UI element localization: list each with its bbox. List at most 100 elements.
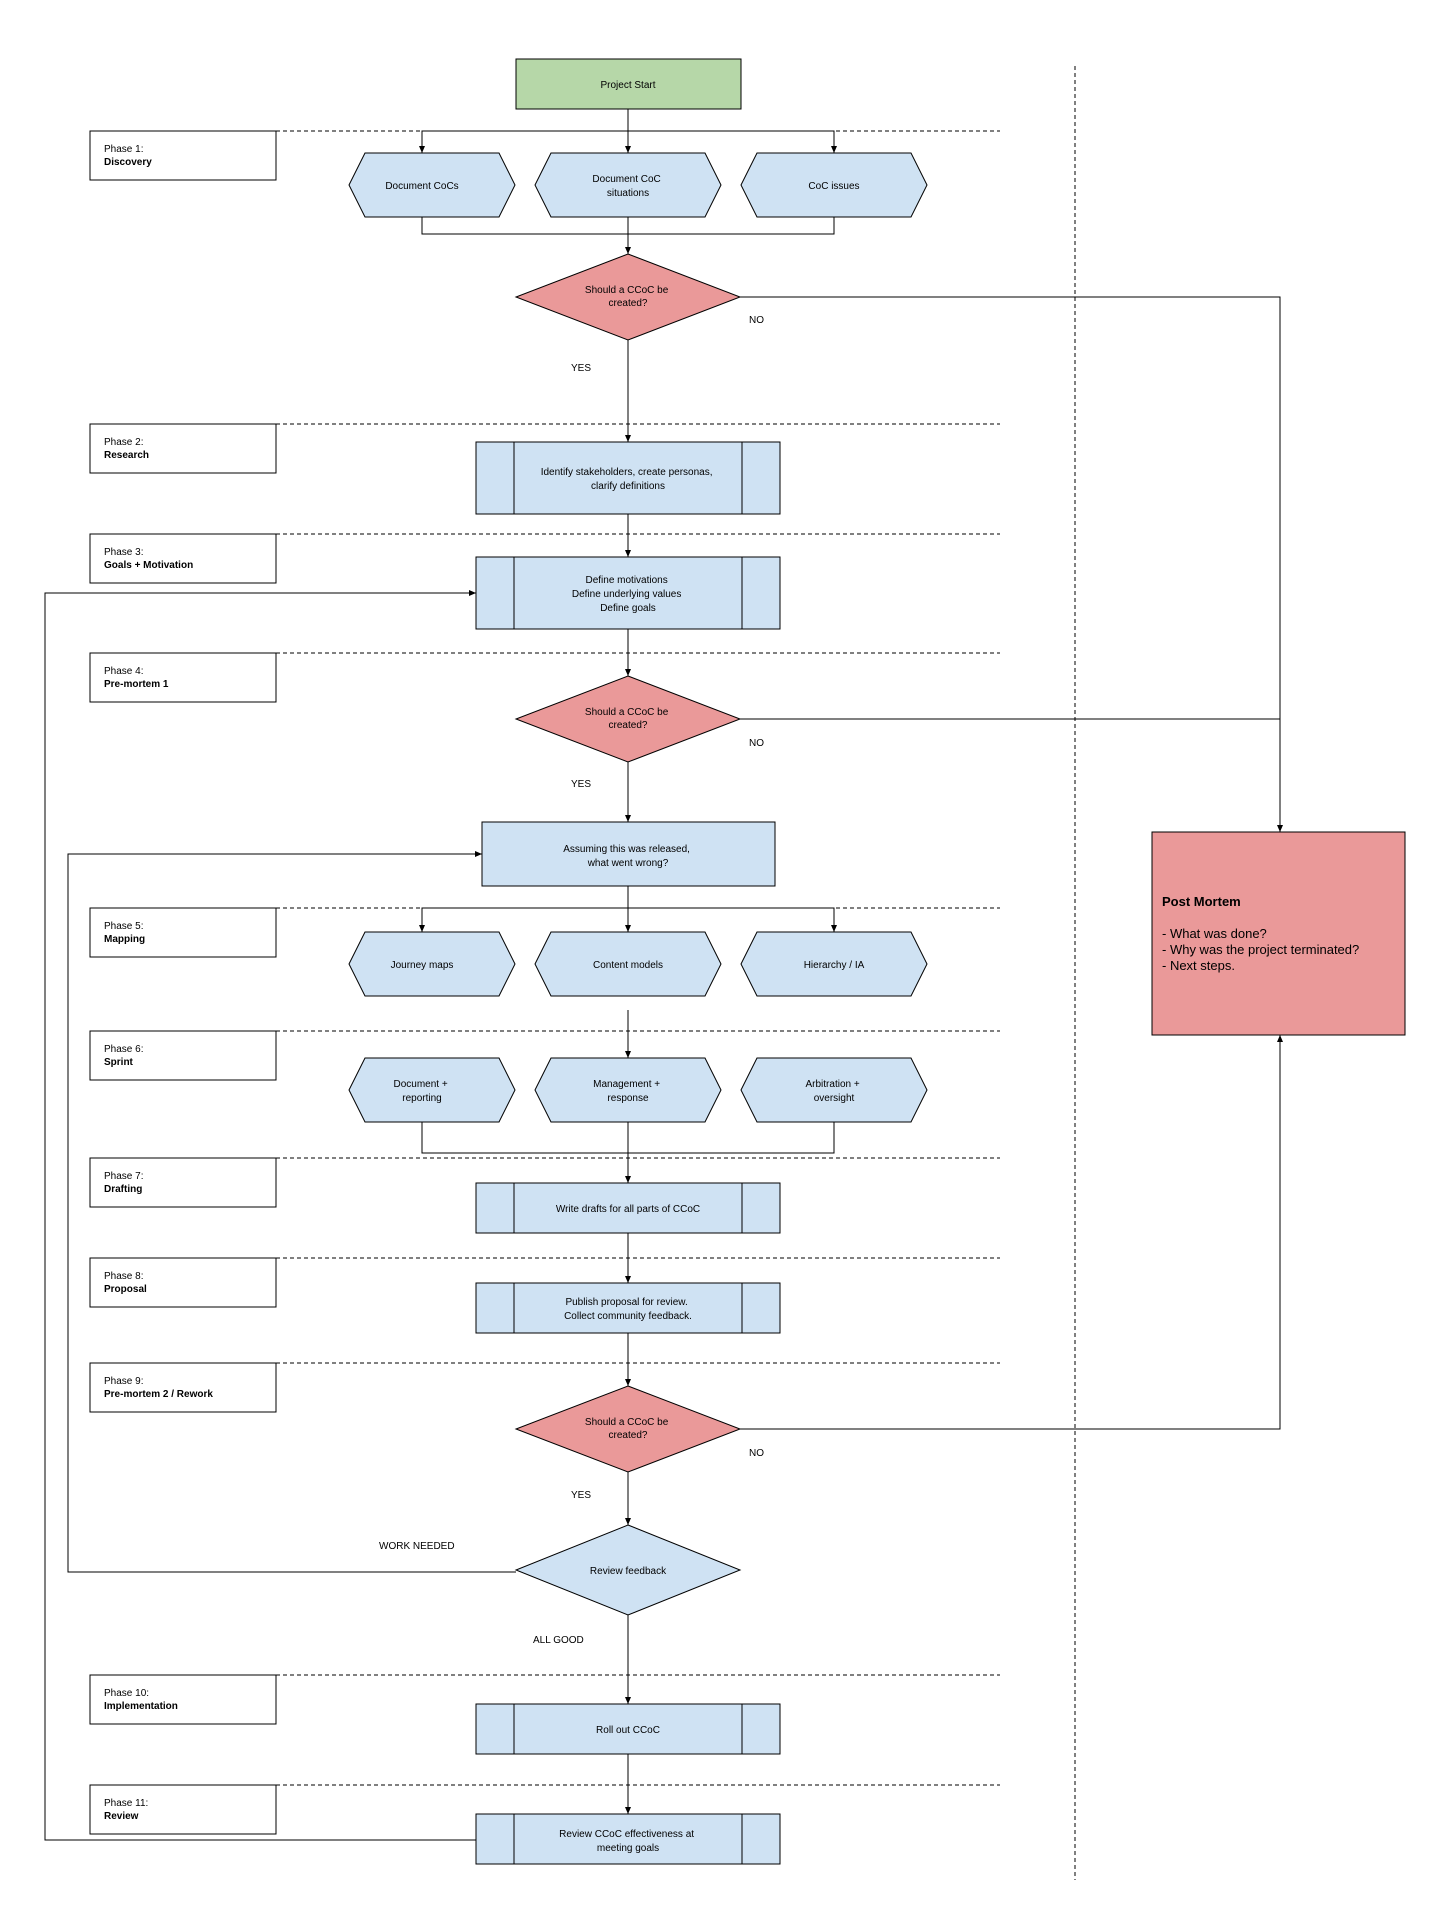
node-label: Document CoC situations: [592, 174, 663, 199]
node-label: Publish proposal for review. Collect com…: [564, 1297, 692, 1322]
premortem-node: Assuming this was released, what went wr…: [481, 821, 776, 887]
proposal-node: Publish proposal for review. Collect com…: [475, 1282, 781, 1334]
mapping-hierarchy-ia: Hierarchy / IA: [740, 931, 928, 997]
mapping-journey-maps: Journey maps: [348, 931, 516, 997]
yes-label: YES: [571, 363, 591, 374]
node-label: Document CoCs: [385, 181, 458, 192]
implementation-node: Roll out CCoC: [475, 1703, 781, 1755]
phase-label-sprint: Phase 6: Sprint: [89, 1030, 277, 1081]
drafting-node: Write drafts for all parts of CCoC: [475, 1182, 781, 1234]
phase-label-research: Phase 2: Research: [89, 423, 277, 474]
node-label: Journey maps: [391, 960, 454, 971]
post-mortem-item: - Next steps.: [1162, 958, 1235, 973]
phase-name: Discovery: [104, 157, 152, 168]
phase-number: Phase 2:: [104, 437, 143, 448]
work-needed-label: WORK NEEDED: [379, 1541, 455, 1552]
phase-name: Sprint: [104, 1057, 134, 1068]
node-label: Identify stakeholders, create personas, …: [541, 467, 716, 492]
phase-label-premortem-2: Phase 9: Pre-mortem 2 / Rework: [89, 1362, 277, 1413]
node-label: Hierarchy / IA: [804, 960, 865, 971]
connector: [740, 296, 1283, 832]
post-mortem-title: Post Mortem: [1162, 894, 1241, 909]
node-label: CoC issues: [808, 181, 859, 192]
phase-number: Phase 6:: [104, 1044, 143, 1055]
node-label: Write drafts for all parts of CCoC: [556, 1204, 700, 1215]
decision-label: Should a CCoC be created?: [585, 1417, 671, 1441]
phase-number: Phase 7:: [104, 1171, 143, 1182]
discovery-document-cocs: Document CoCs: [348, 152, 516, 218]
review-node: Review CCoC effectiveness at meeting goa…: [475, 1813, 781, 1865]
decision-create-ccoc-1: Should a CCoC be created?: [514, 253, 742, 341]
no-label: NO: [749, 315, 764, 326]
connectors: [44, 109, 1283, 1841]
review-feedback-decision: Review feedback: [514, 1524, 742, 1616]
phase-number: Phase 4:: [104, 666, 143, 677]
post-mortem-item: - Why was the project terminated?: [1162, 942, 1359, 957]
phase-label-drafting: Phase 7: Drafting: [89, 1157, 277, 1208]
connector: [44, 590, 476, 1841]
phase-number: Phase 8:: [104, 1271, 143, 1282]
phase-label-mapping: Phase 5: Mapping: [89, 907, 277, 958]
node-label: Review CCoC effectiveness at meeting goa…: [559, 1829, 697, 1854]
decision-create-ccoc-2: Should a CCoC be created?: [514, 675, 742, 763]
discovery-document-situations: Document CoC situations: [534, 152, 722, 218]
node-label: Management + response: [593, 1079, 663, 1104]
phase-name: Review: [104, 1811, 139, 1822]
connector: [628, 130, 837, 153]
phase-name: Research: [104, 450, 149, 461]
phase-name: Drafting: [104, 1184, 142, 1195]
phase-labels: Phase 1: Discovery Phase 2: Research Pha…: [89, 130, 277, 1835]
phase-name: Proposal: [104, 1284, 147, 1295]
node-label: Review feedback: [590, 1566, 667, 1577]
research-node: Identify stakeholders, create personas, …: [475, 441, 781, 515]
phase-number: Phase 9:: [104, 1376, 143, 1387]
all-good-label: ALL GOOD: [533, 1635, 584, 1646]
decision-label: Should a CCoC be created?: [585, 285, 671, 309]
phase-label-implementation: Phase 10: Implementation: [89, 1674, 277, 1725]
discovery-coc-issues: CoC issues: [740, 152, 928, 218]
phase-number: Phase 1:: [104, 144, 143, 155]
node-label: Arbitration + oversight: [806, 1079, 863, 1104]
phase-label-goals: Phase 3: Goals + Motivation: [89, 533, 277, 584]
phase-number: Phase 11:: [104, 1798, 148, 1809]
connector: [419, 130, 628, 153]
phase-label-review: Phase 11: Review: [89, 1784, 277, 1835]
yes-label: YES: [571, 779, 591, 790]
sprint-arbitration-oversight: Arbitration + oversight: [740, 1057, 928, 1123]
connector: [419, 907, 628, 932]
node-label: Roll out CCoC: [596, 1725, 660, 1736]
phase-name: Implementation: [104, 1701, 178, 1712]
phase-number: Phase 3:: [104, 547, 143, 558]
project-start-label: Project Start: [600, 80, 655, 91]
yes-label: YES: [571, 1490, 591, 1501]
phase-separators: [276, 130, 1000, 1786]
phase-label-proposal: Phase 8: Proposal: [89, 1257, 277, 1308]
phase-name: Goals + Motivation: [104, 560, 193, 571]
phase-label-discovery: Phase 1: Discovery: [89, 130, 277, 181]
mapping-content-models: Content models: [534, 931, 722, 997]
goals-node: Define motivations Define underlying val…: [475, 556, 781, 630]
phase-name: Pre-mortem 2 / Rework: [104, 1389, 213, 1400]
node-label: Document + reporting: [394, 1079, 451, 1104]
sprint-management-response: Management + response: [534, 1057, 722, 1123]
phase-name: Mapping: [104, 934, 145, 945]
node-label: Content models: [593, 960, 663, 971]
decision-create-ccoc-3: Should a CCoC be created?: [514, 1385, 742, 1473]
phase-number: Phase 10:: [104, 1688, 149, 1699]
connector: [67, 851, 516, 1573]
no-label: NO: [749, 738, 764, 749]
phase-label-premortem-1: Phase 4: Pre-mortem 1: [89, 652, 277, 703]
post-mortem-item: - What was done?: [1162, 926, 1267, 941]
node-label: Assuming this was released, what went wr…: [563, 844, 693, 869]
phase-name: Pre-mortem 1: [104, 679, 169, 690]
phase-number: Phase 5:: [104, 921, 143, 932]
no-label: NO: [749, 1448, 764, 1459]
connector: [740, 1035, 1283, 1430]
connector: [628, 907, 837, 932]
post-mortem-node: Post Mortem - What was done? - Why was t…: [1151, 831, 1406, 1036]
decision-label: Should a CCoC be created?: [585, 707, 671, 731]
sprint-document-reporting: Document + reporting: [348, 1057, 516, 1123]
node-label: Define motivations Define underlying val…: [572, 575, 684, 614]
project-start-node: Project Start: [515, 58, 742, 110]
